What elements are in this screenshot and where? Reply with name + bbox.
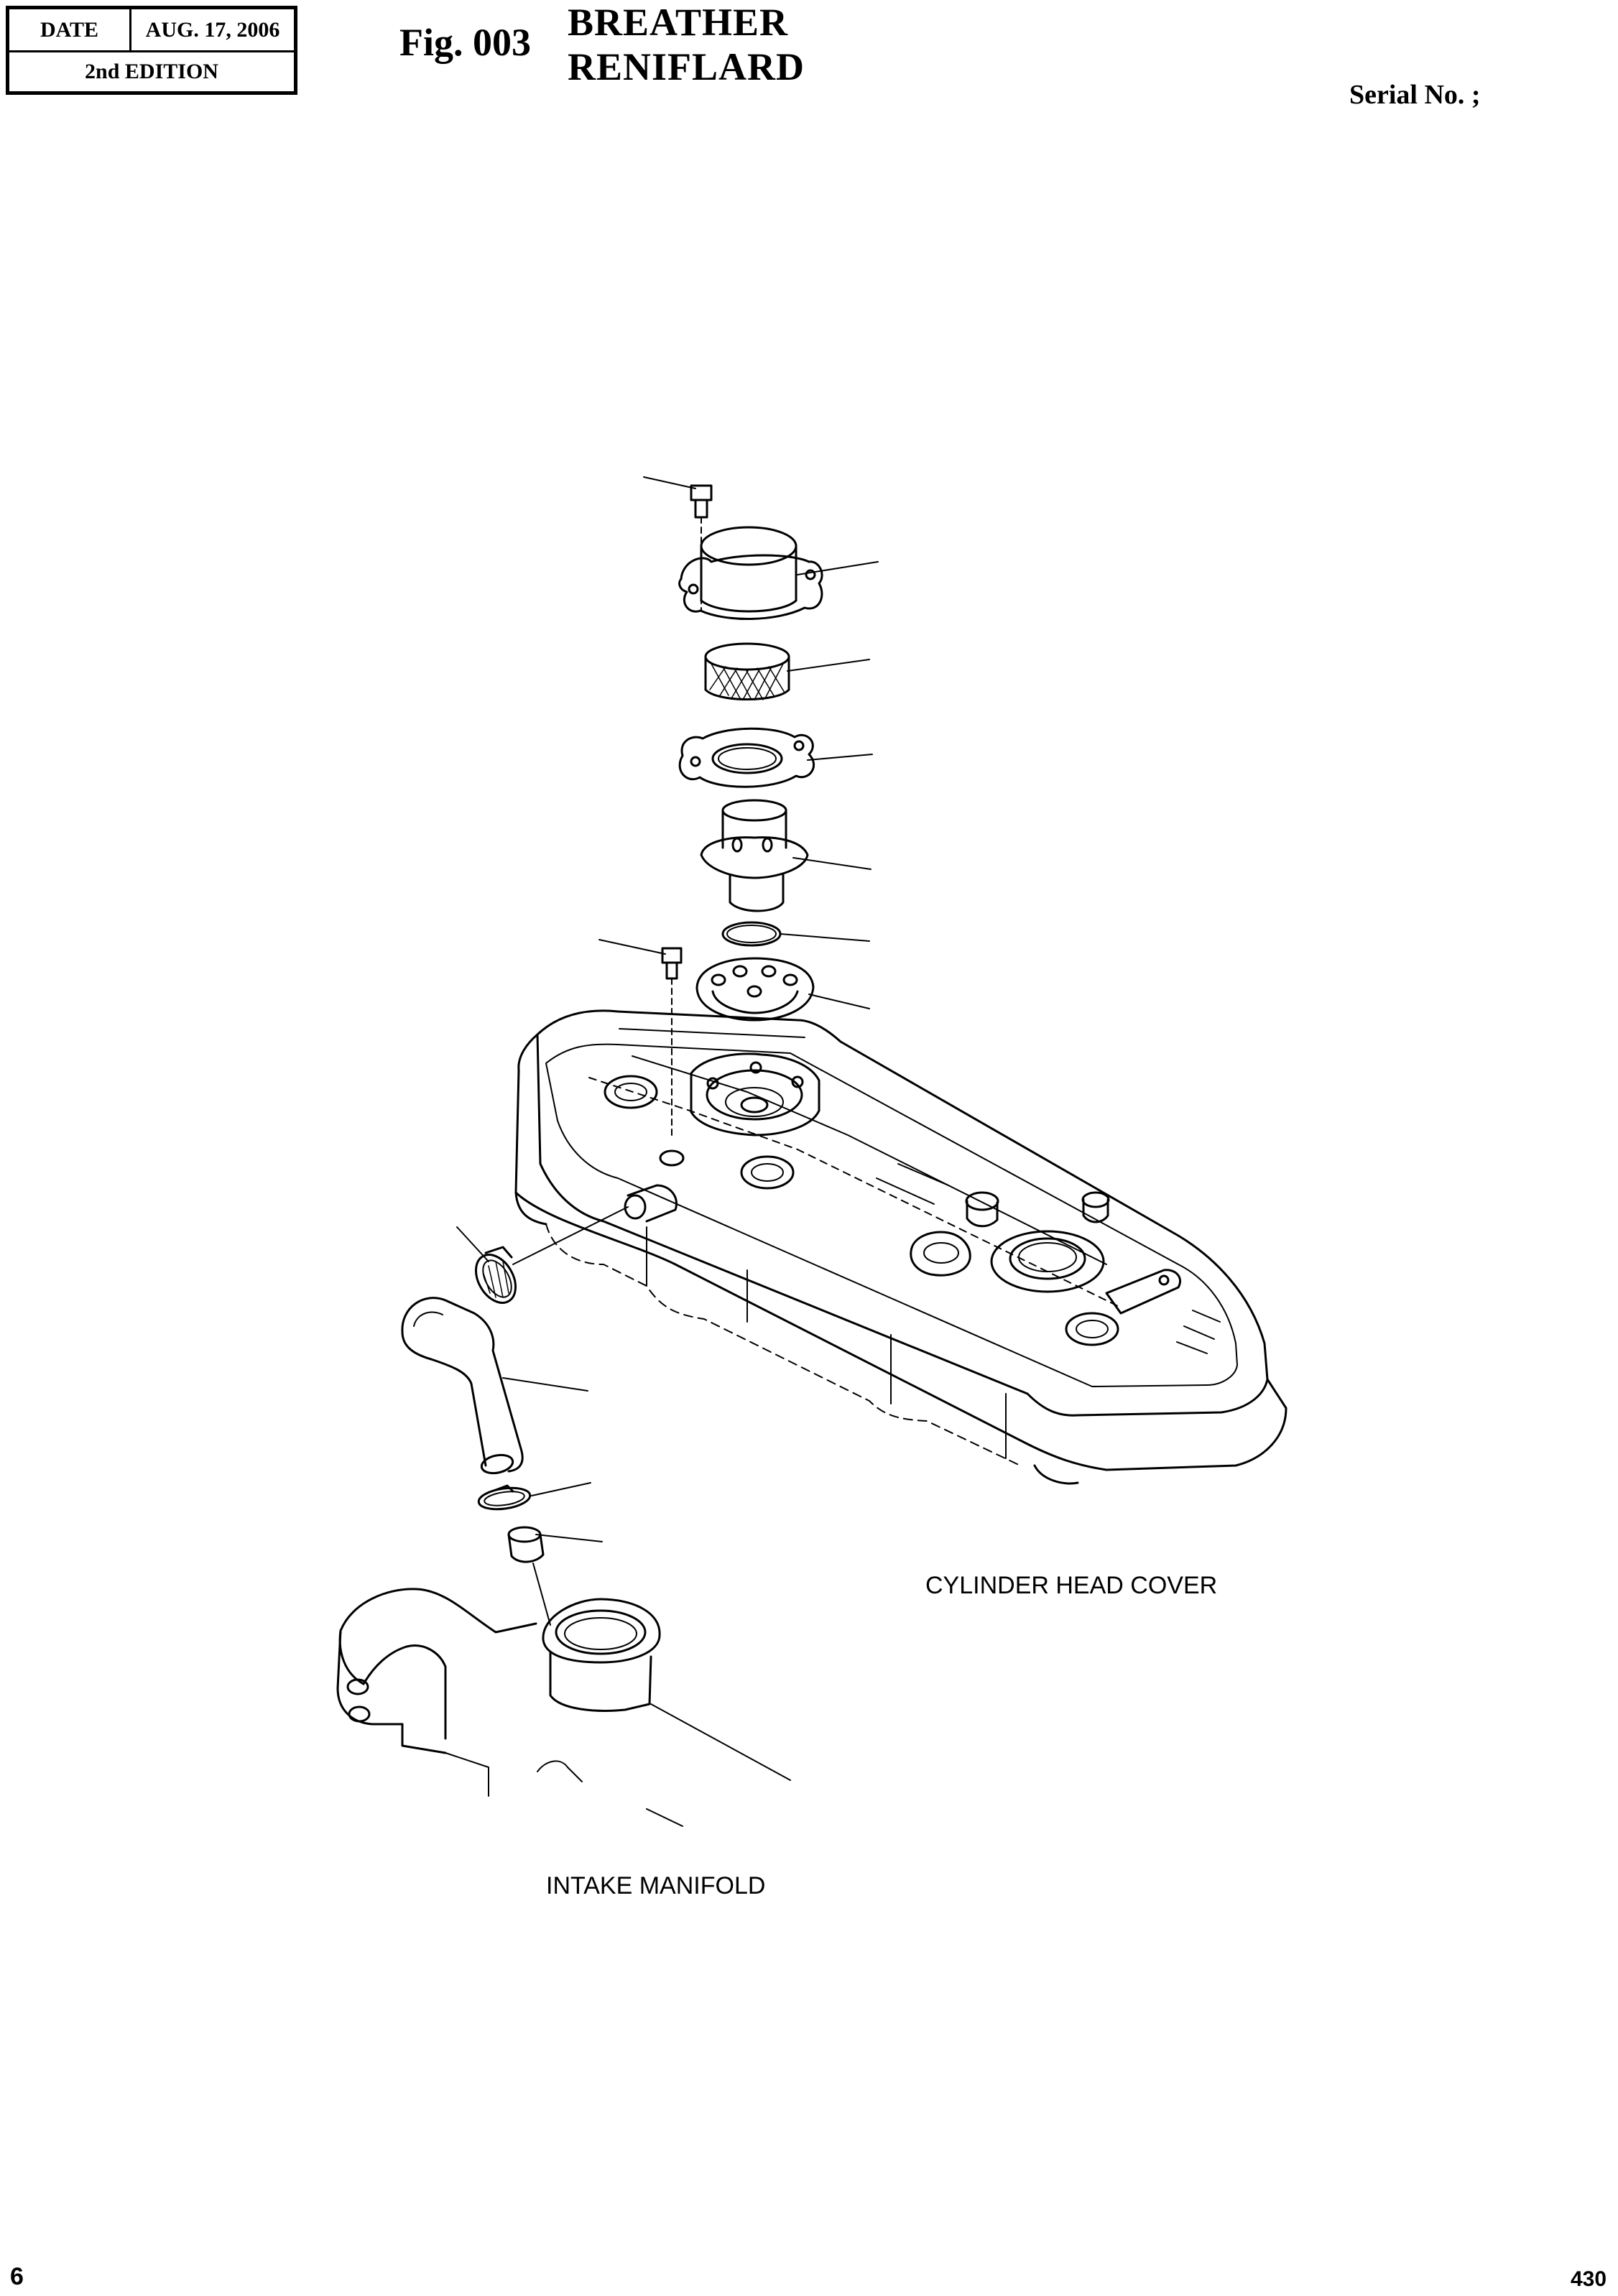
page-number: 6	[10, 2263, 24, 2290]
leader-lines	[456, 476, 879, 1542]
figure-number: Fig. 003	[399, 21, 531, 64]
second-bolt	[661, 947, 683, 1136]
intake-manifold-label: INTAKE MANIFOLD	[546, 1872, 766, 1899]
edition-label: 2nd EDITION	[85, 60, 218, 83]
serial-number-label: Serial No. ;	[1349, 80, 1481, 110]
cylinder-head-cover-label: CYLINDER HEAD COVER	[925, 1572, 1218, 1599]
mesh-filter	[704, 642, 790, 700]
baffle-plate	[695, 957, 815, 1022]
document-number: 430	[1571, 2267, 1607, 2291]
title-french: RENIFLARD	[568, 45, 805, 88]
breather-body	[700, 799, 809, 912]
breather-cap	[678, 526, 823, 621]
intake-manifold	[336, 1588, 791, 1827]
hose-connector	[507, 1526, 551, 1626]
cylinder-head-cover	[514, 1009, 1288, 1485]
date-label: DATE	[9, 9, 131, 50]
date-edition-box: DATE AUG. 17, 2006 2nd EDITION	[6, 6, 297, 95]
breather-hose	[401, 1297, 524, 1475]
lower-hose-clamp	[477, 1484, 532, 1511]
o-ring	[721, 921, 782, 947]
date-value: AUG. 17, 2006	[145, 17, 280, 42]
date-row: DATE AUG. 17, 2006	[9, 9, 294, 52]
title-english: BREATHER	[568, 1, 789, 44]
gasket	[678, 727, 815, 788]
upper-hose-clamp	[475, 1206, 629, 1304]
